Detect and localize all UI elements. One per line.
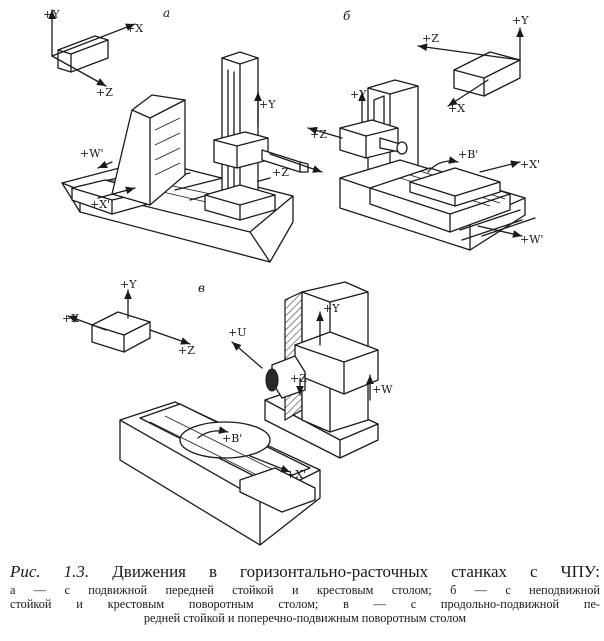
machine-b-y: +Y	[350, 88, 367, 101]
caption-label: Рис. 1.3.	[10, 562, 90, 581]
machine-b-w: +W'	[520, 233, 544, 246]
caption-line: а — с подвижной передней стойкой и крест…	[10, 583, 600, 597]
caption-line: редней стойкой и поперечно-подвижным пов…	[143, 611, 467, 625]
panel-a: +Y +X +Z а	[43, 6, 323, 263]
machine-a-x: +X'	[90, 198, 110, 211]
machine-a-w: +W'	[80, 147, 104, 160]
machine-a: +Y +Z +W' +X'	[61, 51, 323, 263]
machine-v-u: +U	[228, 326, 247, 339]
machine-b-b: +B'	[458, 148, 478, 161]
panel-v: в +Y +X +Z	[62, 278, 393, 546]
machine-tools-figure: +Y +X +Z а	[43, 6, 544, 546]
caption-body: а — с подвижной передней стойкой и крест…	[10, 583, 600, 625]
caption-title-line: Рис. 1.3. Движения в горизонтально-расто…	[10, 562, 600, 582]
machine-v: +U +Y +Z +W +B' +X'	[119, 281, 393, 546]
machine-b-z: +Z	[310, 128, 327, 141]
machine-b: +Y +Z +B' +X' +W'	[307, 79, 544, 251]
figure-caption: Рис. 1.3. Движения в горизонтально-расто…	[10, 562, 600, 625]
panel-label-b: б	[343, 9, 351, 23]
machine-b-x: +X'	[520, 158, 540, 171]
panel-b: б +Y +Z +X	[307, 9, 544, 251]
axis-label-x-v: +X	[62, 312, 79, 325]
axis-label-y-a: +Y	[43, 8, 60, 21]
axis-label-x-b: +X	[448, 102, 465, 115]
axis-label-z-b: +Z	[422, 32, 439, 45]
axis-label-z-v: +Z	[178, 344, 195, 357]
caption-title: Движения в горизонтально-расточных станк…	[112, 562, 601, 581]
axis-label-y-v: +Y	[120, 278, 137, 291]
axes-box-a: +Y +X +Z	[43, 8, 143, 99]
axis-label-x-a: +X	[126, 22, 143, 35]
axes-box-b: +Y +Z +X	[417, 14, 529, 115]
machine-v-b: +B'	[222, 432, 242, 445]
machine-v-y: +Y	[323, 302, 340, 315]
machine-v-z: +Z	[290, 372, 307, 385]
caption-line: стойкой и крестовым поворотным столом; в…	[10, 597, 600, 611]
panel-label-a: а	[163, 6, 170, 20]
axis-label-z-a: +Z	[96, 86, 113, 99]
machine-a-z: +Z	[272, 166, 289, 179]
axis-label-y-b: +Y	[512, 14, 529, 27]
machine-v-w: +W	[372, 383, 393, 396]
panel-label-v: в	[198, 281, 205, 295]
machine-v-x: +X'	[286, 468, 306, 481]
machine-a-y: +Y	[259, 98, 276, 111]
axes-box-v: +Y +X +Z	[62, 278, 195, 357]
